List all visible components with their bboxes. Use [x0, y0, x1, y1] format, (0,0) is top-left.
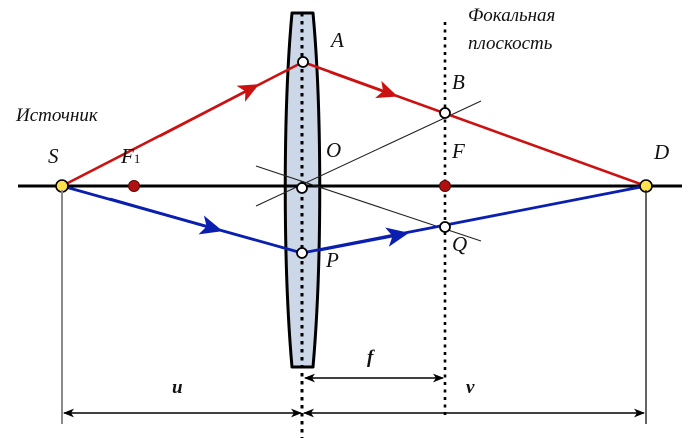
label-source: Источник — [16, 105, 98, 126]
label-point-B: B — [452, 70, 465, 94]
point-marker-O — [296, 182, 308, 194]
red-ray-incident-arrow — [159, 84, 260, 138]
label-focal-plane-line1: Фокальная — [468, 5, 556, 26]
label-focal-plane-line2: плоскость — [468, 33, 553, 54]
label-dimension-f: f — [367, 347, 374, 368]
label-point-D: D — [654, 140, 670, 164]
point-marker-Q — [439, 221, 451, 233]
red-ray-path — [61, 60, 647, 188]
point-marker-A — [297, 56, 309, 68]
label-point-F1-letter: F — [121, 144, 134, 168]
label-point-Q: Q — [452, 232, 468, 256]
label-point-S: S — [48, 144, 59, 168]
point-marker-P — [296, 247, 308, 259]
blue-ray-refracted-arrow — [319, 227, 409, 252]
red-ray-refracted-arrow — [329, 70, 398, 99]
blue-ray-incident-arrow — [109, 197, 223, 235]
label-point-O: O — [326, 138, 342, 162]
label-point-F: F — [452, 139, 465, 163]
point-marker-B — [439, 107, 451, 119]
label-point-P: P — [326, 248, 339, 272]
label-point-F1: F1 — [121, 146, 140, 167]
blue-ray-path — [61, 184, 647, 255]
label-point-F1-subscript: 1 — [133, 151, 141, 166]
label-dimension-v: v — [466, 377, 475, 398]
label-point-A: A — [331, 28, 344, 52]
point-marker-F — [439, 180, 451, 192]
point-marker-F1 — [128, 180, 140, 192]
label-dimension-u: u — [172, 377, 183, 398]
